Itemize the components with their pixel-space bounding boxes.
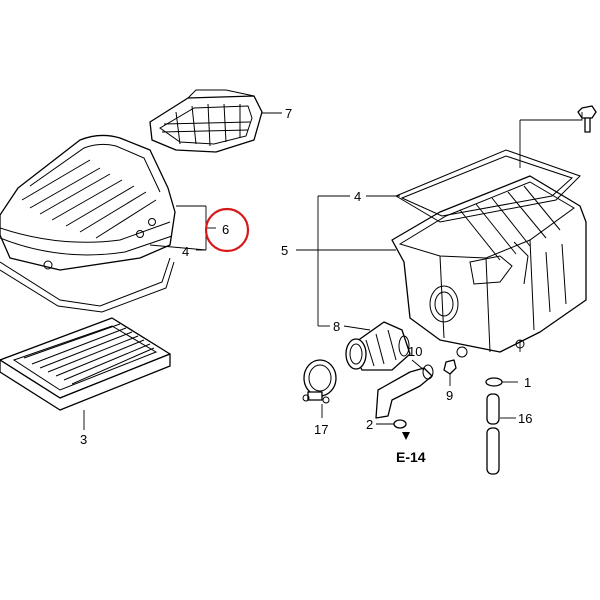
air-cleaner-case: [391, 175, 587, 358]
small-clip: [443, 359, 457, 375]
case-seal: [394, 149, 581, 223]
callout-7: 7: [285, 106, 292, 121]
reference-arrow: [402, 432, 410, 440]
bolt: [577, 105, 597, 133]
callout-6: 6: [222, 222, 229, 237]
callout-8: 8: [333, 319, 340, 334]
air-duct: [149, 89, 263, 153]
callout-10: 10: [408, 344, 422, 359]
drain-seal: [485, 377, 503, 387]
callout-1: 1: [524, 375, 531, 390]
leader-lines: [83, 112, 583, 430]
callout-16: 16: [518, 411, 532, 426]
callout-9: 9: [446, 388, 453, 403]
drain-tube: [486, 393, 500, 475]
callout-4-cover: 4: [182, 244, 189, 259]
callout-5: 5: [281, 243, 288, 258]
tube-clip: [393, 419, 407, 429]
air-cleaner-cover: [0, 134, 176, 271]
hose-clamp: [302, 359, 337, 404]
cover-seal: [0, 257, 175, 313]
intake-tube: [345, 321, 411, 371]
air-filter-element: [0, 317, 171, 411]
callout-2: 2: [366, 417, 373, 432]
highlight-circle: [204, 207, 250, 253]
callout-17: 17: [314, 422, 328, 437]
callout-4-case: 4: [354, 189, 361, 204]
callout-3: 3: [80, 432, 87, 447]
reference-label: E-14: [396, 449, 426, 465]
breather-hose: [375, 364, 434, 419]
